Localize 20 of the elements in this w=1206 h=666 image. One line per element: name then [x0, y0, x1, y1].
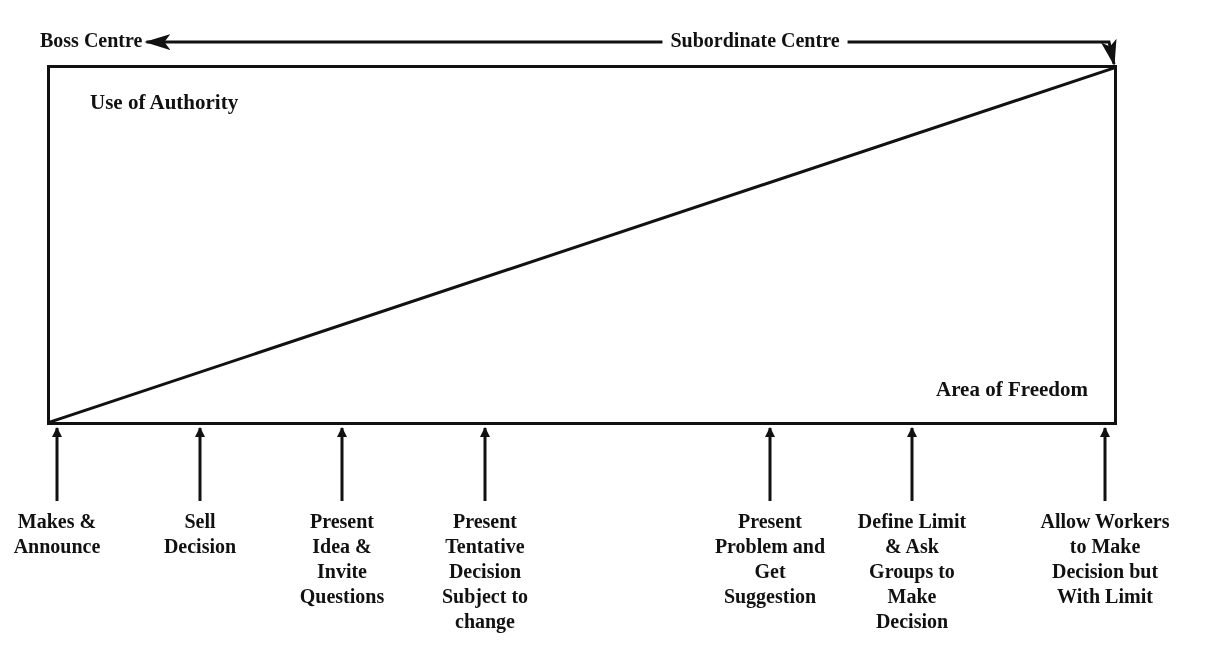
style-label: Makes & Announce	[4, 509, 110, 559]
style-label: Define Limit & Ask Groups to Make Decision	[857, 509, 967, 634]
arrow	[480, 427, 490, 501]
style-label: Present Idea & Invite Questions	[292, 509, 392, 609]
arrow	[144, 34, 663, 50]
direction-label: Subordinate Centre	[660, 28, 850, 53]
arrow	[52, 427, 62, 501]
area-label: Area of Freedom	[936, 377, 1088, 402]
area-label: Use of Authority	[90, 90, 239, 115]
direction-label: Boss Centre	[40, 28, 210, 53]
style-label: Sell Decision	[150, 509, 250, 559]
arrow	[1100, 427, 1110, 501]
arrow	[765, 427, 775, 501]
style-label: Present Problem and Get Suggestion	[707, 509, 833, 609]
arrow	[195, 427, 205, 501]
arrow	[907, 427, 917, 501]
arrow	[847, 38, 1117, 66]
style-label: Present Tentative Decision Subject to change	[420, 509, 550, 634]
arrow	[337, 427, 347, 501]
style-label: Allow Workers to Make Decision but With Limit	[1037, 509, 1173, 609]
